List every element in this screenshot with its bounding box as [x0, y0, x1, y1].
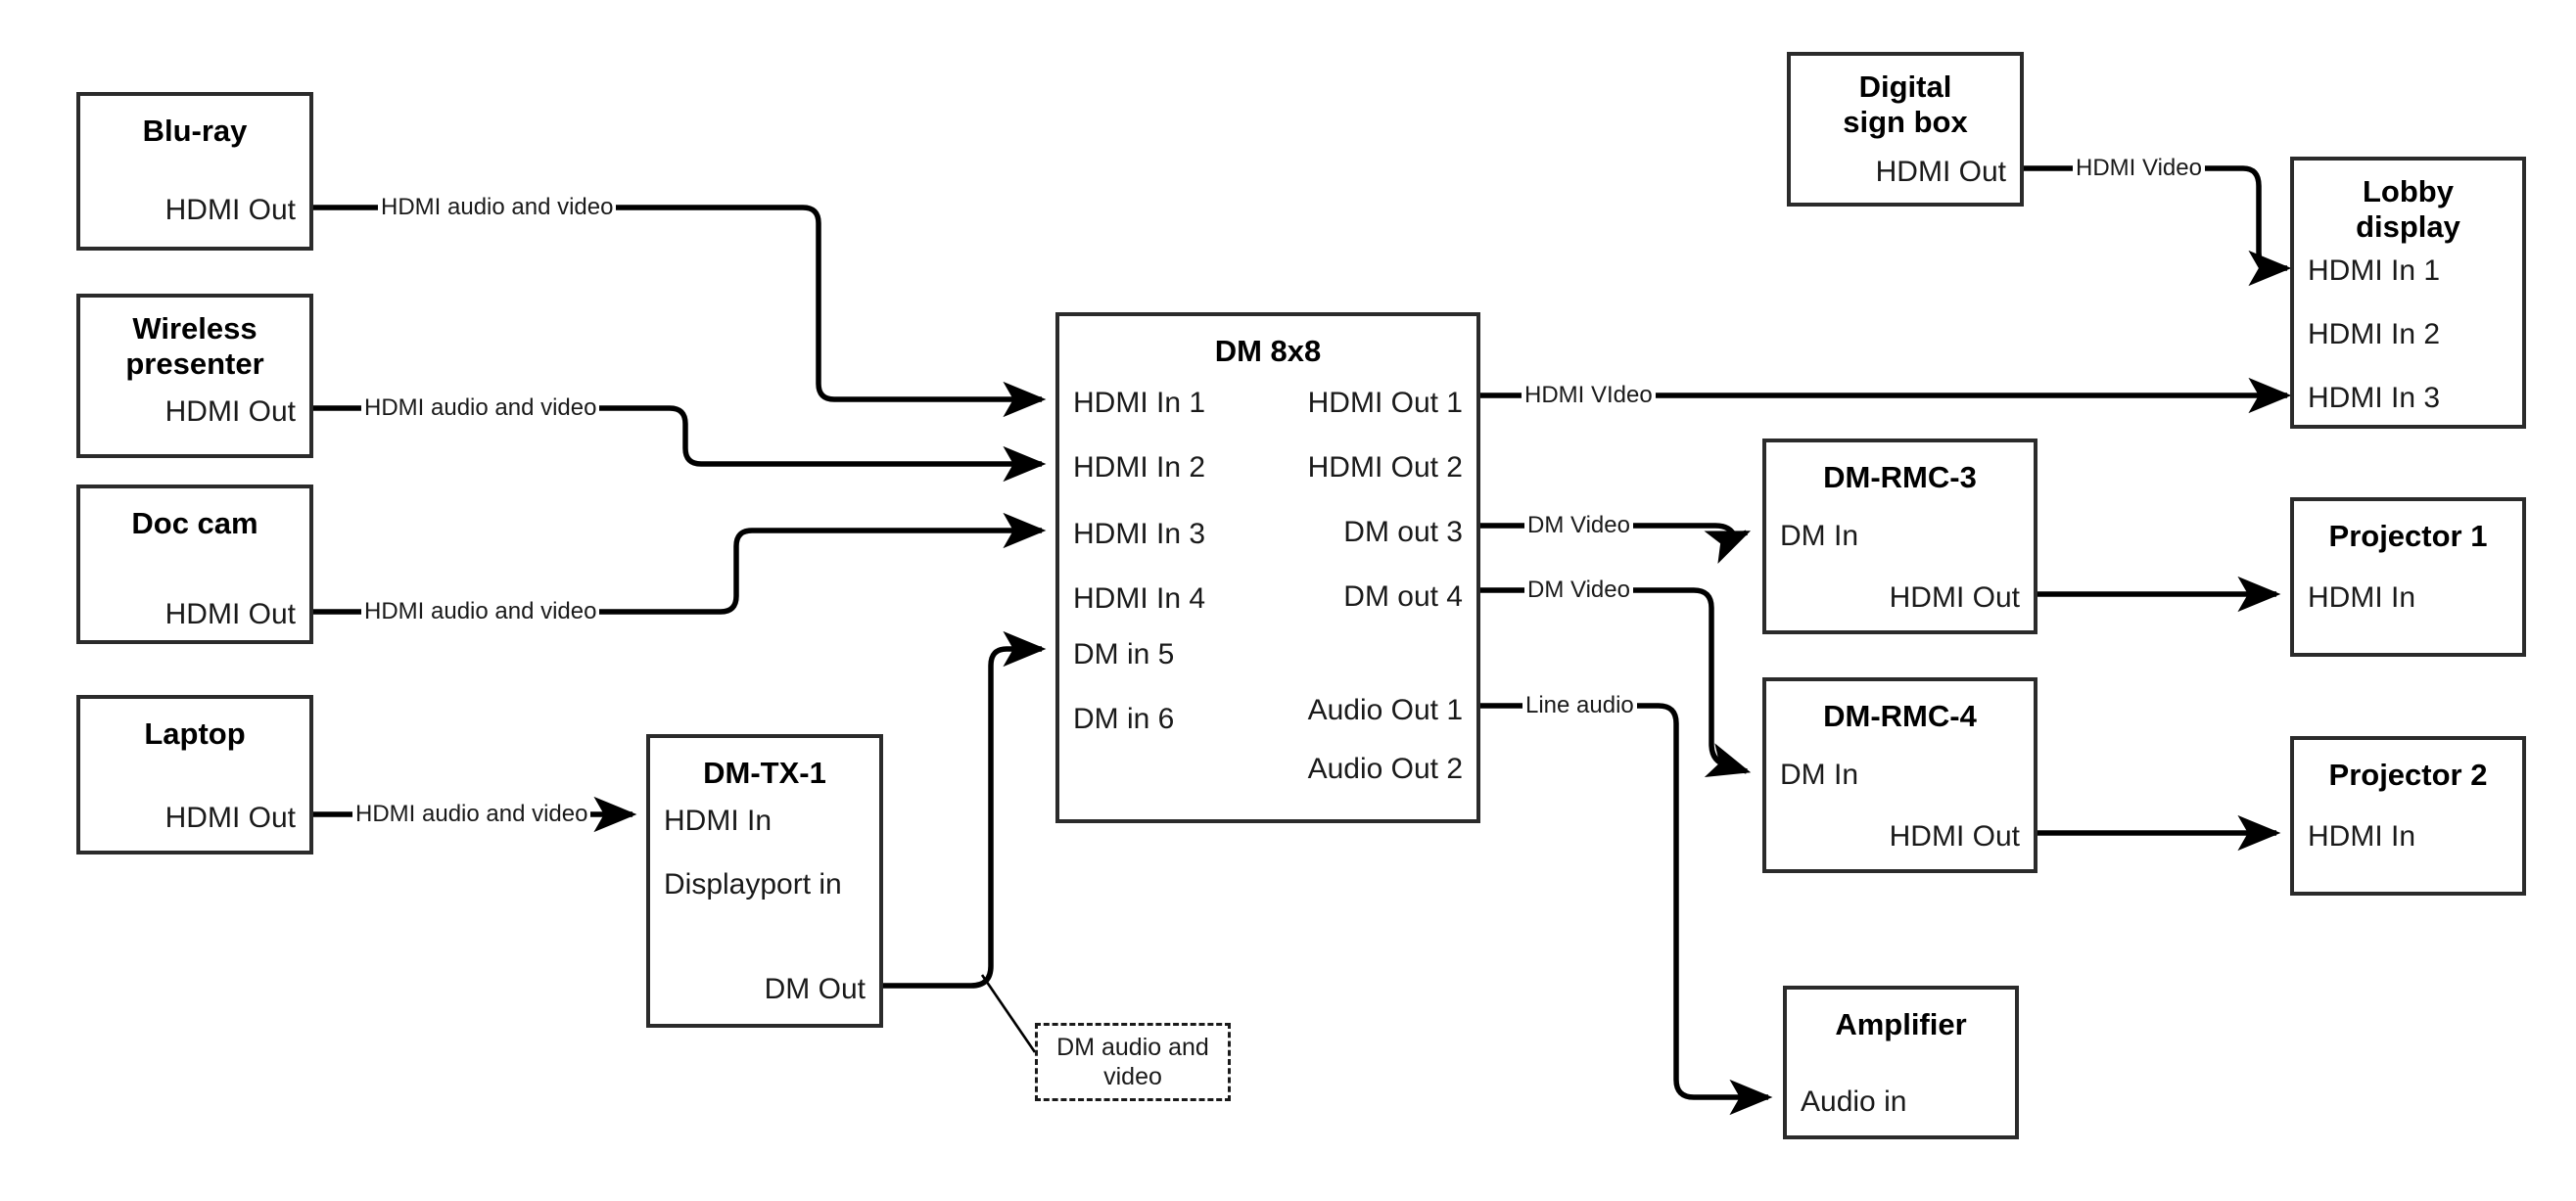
node-dm-rmc-4[interactable]: DM-RMC-4 DM In HDMI Out — [1762, 677, 2037, 873]
node-dm-8x8-output-audio-out-1: Audio Out 1 — [1307, 694, 1463, 726]
node-dm-8x8-input-hdmi-in-3: HDMI In 3 — [1073, 518, 1206, 550]
node-dm-8x8-output-hdmi-out-2: HDMI Out 2 — [1307, 451, 1463, 484]
wire-bluray-to-hdmi-in-1 — [313, 205, 1047, 418]
wire-label-bluray-to-hdmi-in-1: HDMI audio and video — [378, 194, 617, 221]
node-projector-2-port-hdmi-in: HDMI In — [2308, 820, 2416, 853]
node-lobby-display-title: Lobby display — [2356, 174, 2460, 244]
node-dm-8x8-input-hdmi-in-1: HDMI In 1 — [1073, 387, 1206, 419]
node-projector-1[interactable]: Projector 1 HDMI In — [2290, 497, 2526, 657]
node-amplifier-port-audio-in: Audio in — [1801, 1086, 1907, 1118]
node-dm-8x8-title: DM 8x8 — [1214, 334, 1322, 368]
node-wireless-presenter[interactable]: Wireless presenter HDMI Out — [76, 294, 313, 458]
node-dm-8x8-output-dm-out-3: DM out 3 — [1343, 516, 1463, 548]
node-digital-sign-box-port-hdmi-out: HDMI Out — [1875, 156, 2006, 188]
wire-dmtx1-to-dm-in-5 — [883, 630, 1047, 989]
node-dm-tx-1-port-dm-out: DM Out — [764, 973, 866, 1005]
node-dm-8x8-output-hdmi-out-1: HDMI Out 1 — [1307, 387, 1463, 419]
node-dm-rmc-4-port-dm-in: DM In — [1780, 759, 1859, 791]
node-projector-1-port-hdmi-in: HDMI In — [2308, 581, 2416, 614]
node-dm-rmc-4-port-hdmi-out: HDMI Out — [1889, 820, 2020, 853]
node-dm-rmc-3-title: DM-RMC-3 — [1823, 460, 1977, 494]
node-dm-tx-1-port-displayport-in: Displayport in — [664, 868, 842, 901]
node-dm-rmc-3-port-dm-in: DM In — [1780, 520, 1859, 552]
node-laptop[interactable]: Laptop HDMI Out — [76, 695, 313, 855]
wire-label-hdmi-out-1-to-lobby: HDMI VIdeo — [1522, 382, 1656, 409]
node-dm-rmc-3-port-hdmi-out: HDMI Out — [1889, 581, 2020, 614]
node-wireless-presenter-title: Wireless presenter — [125, 311, 264, 381]
node-dm-8x8-output-audio-out-2: Audio Out 2 — [1307, 753, 1463, 785]
node-wireless-presenter-port-hdmi-out: HDMI Out — [164, 395, 296, 428]
wire-label-laptop-to-dmtx1: HDMI audio and video — [352, 801, 591, 828]
node-dm-8x8-output-dm-out-4: DM out 4 — [1343, 580, 1463, 613]
node-dm-8x8-input-hdmi-in-2: HDMI In 2 — [1073, 451, 1206, 484]
wire-label-signbox-to-lobby: HDMI Video — [2073, 155, 2205, 182]
wire-audio-out-1-to-amplifier — [1480, 703, 1773, 1116]
node-amplifier-title: Amplifier — [1835, 1007, 1967, 1041]
node-dm-tx-1-title: DM-TX-1 — [703, 756, 826, 790]
node-bluray[interactable]: Blu-ray HDMI Out — [76, 92, 313, 251]
wire-label-dm-out-3-to-rmc3: DM Video — [1524, 512, 1633, 539]
node-bluray-title: Blu-ray — [142, 114, 248, 148]
node-projector-2[interactable]: Projector 2 HDMI In — [2290, 736, 2526, 896]
node-lobby-display-port-hdmi-in-1: HDMI In 1 — [2308, 254, 2441, 287]
node-dm-rmc-4-title: DM-RMC-4 — [1823, 699, 1977, 733]
node-dm-8x8-input-dm-in-6: DM in 6 — [1073, 703, 1175, 735]
node-dm-8x8-input-hdmi-in-4: HDMI In 4 — [1073, 582, 1206, 615]
node-doc-cam-port-hdmi-out: HDMI Out — [164, 598, 296, 630]
node-lobby-display[interactable]: Lobby display HDMI In 1 HDMI In 2 HDMI I… — [2290, 157, 2526, 429]
node-bluray-port-hdmi-out: HDMI Out — [164, 194, 296, 226]
node-doc-cam[interactable]: Doc cam HDMI Out — [76, 485, 313, 644]
node-projector-1-title: Projector 1 — [2328, 519, 2488, 553]
callout-dm-audio-and-video: DM audio and video — [1035, 1023, 1231, 1101]
node-amplifier[interactable]: Amplifier Audio in — [1783, 986, 2019, 1139]
callout-leader-line — [980, 974, 1037, 1053]
node-dm-tx-1-port-hdmi-in: HDMI In — [664, 805, 773, 837]
node-dm-tx-1[interactable]: DM-TX-1 HDMI In Displayport in DM Out — [646, 734, 883, 1028]
wire-label-audio-out-1-to-amplifier: Line audio — [1522, 692, 1637, 719]
wire-label-dm-out-4-to-rmc4: DM Video — [1524, 577, 1633, 604]
wire-label-doccam-to-hdmi-in-3: HDMI audio and video — [361, 598, 600, 625]
wire-signbox-to-lobby-hdmi-in-1 — [2024, 165, 2292, 287]
node-lobby-display-port-hdmi-in-3: HDMI In 3 — [2308, 382, 2441, 414]
node-lobby-display-port-hdmi-in-2: HDMI In 2 — [2308, 318, 2441, 350]
node-laptop-title: Laptop — [144, 716, 246, 751]
node-projector-2-title: Projector 2 — [2328, 758, 2488, 792]
wire-dm-out-4-to-rmc4 — [1480, 587, 1752, 778]
node-laptop-port-hdmi-out: HDMI Out — [164, 802, 296, 834]
node-dm-8x8-input-dm-in-5: DM in 5 — [1073, 638, 1175, 670]
node-digital-sign-box[interactable]: Digital sign box HDMI Out — [1787, 52, 2024, 207]
node-dm-8x8[interactable]: DM 8x8 HDMI In 1 HDMI In 2 HDMI In 3 HDM… — [1055, 312, 1480, 823]
node-digital-sign-box-title: Digital sign box — [1843, 69, 1968, 139]
node-doc-cam-title: Doc cam — [131, 506, 258, 540]
node-dm-rmc-3[interactable]: DM-RMC-3 DM In HDMI Out — [1762, 439, 2037, 634]
wire-label-wireless-to-hdmi-in-2: HDMI audio and video — [361, 394, 600, 422]
